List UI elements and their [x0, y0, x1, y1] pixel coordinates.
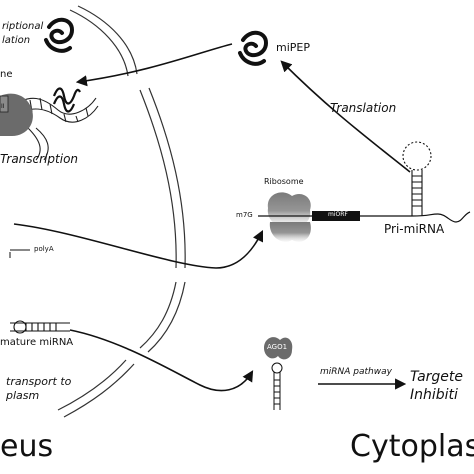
label-ribosome: Ribosome: [264, 177, 304, 186]
label-gene-fragment: ne: [0, 69, 13, 80]
arrow-mirna-export: [69, 329, 254, 392]
label-translation: Translation: [330, 101, 397, 115]
label-cytoplasm: Cytoplas: [350, 429, 474, 464]
label-transcription: Transcription: [0, 152, 79, 166]
arrow-translation: [280, 60, 411, 173]
miorf-box: [312, 211, 360, 221]
label-targeted-1: Targete: [410, 369, 464, 385]
rna-polymerase-icon: II: [0, 93, 33, 136]
label-miorf: miORF: [328, 211, 348, 218]
label-transport-1: transport to: [6, 375, 72, 388]
dna-double-helix-strand: [52, 87, 81, 113]
label-transcriptional-regulation-2: lation: [2, 35, 31, 46]
mipep-peptide-icon-cytoplasm: [238, 30, 269, 66]
label-m7g: m7G: [236, 211, 253, 219]
arrow-mipep-import: [75, 43, 233, 87]
mipep-peptide-icon-nucleus: [44, 17, 75, 53]
label-mature-mirna: mature miRNA: [0, 337, 74, 348]
label-targeted-2: Inhibiti: [410, 387, 458, 403]
mature-mirna-duplex: [10, 320, 70, 334]
label-transport-2: plasm: [6, 389, 40, 402]
label-nucleus: eus: [0, 429, 54, 464]
svg-text:II: II: [1, 103, 5, 110]
label-mirna-pathway: miRNA pathway: [320, 367, 392, 377]
label-mipep: miPEP: [276, 41, 310, 54]
pri-mirna-transcript: [258, 211, 471, 223]
nuclear-envelope: [57, 5, 186, 418]
label-ago1: AGO1: [267, 343, 288, 351]
label-pri-mirna: Pri-miRNA: [384, 222, 445, 236]
ago1-complex: [264, 337, 293, 360]
arrows: [13, 43, 411, 392]
ribosome-icon: [267, 192, 311, 242]
arrow-export-to-ribosome: [13, 223, 264, 269]
label-transcriptional-regulation-1: riptional: [2, 21, 44, 32]
ago1-bound-mirna: [271, 362, 283, 410]
label-polya: polyA: [34, 245, 54, 253]
pri-mirna-hairpin: [402, 141, 432, 216]
